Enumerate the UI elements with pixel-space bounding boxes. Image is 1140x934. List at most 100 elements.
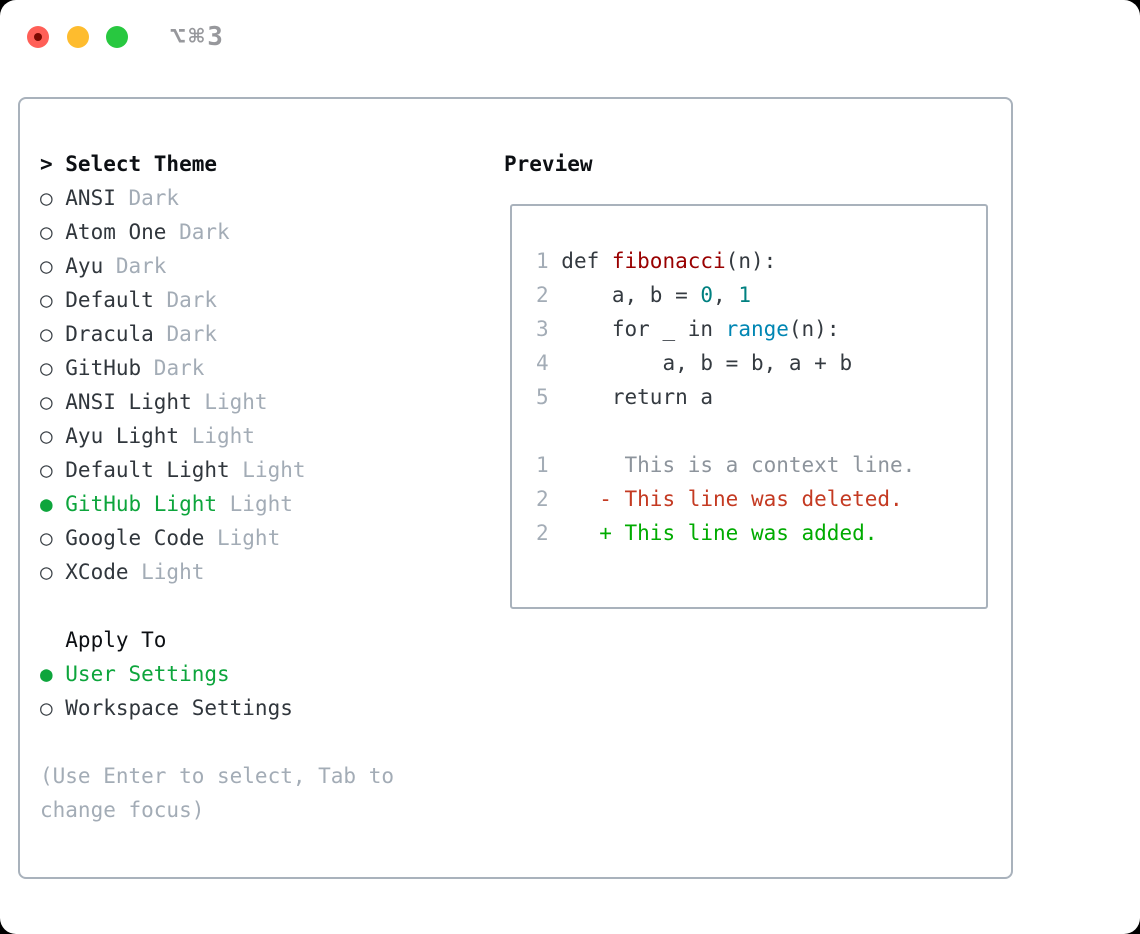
preview-code-line: 1 def fibonacci(n): <box>536 244 986 278</box>
close-button[interactable] <box>27 26 49 48</box>
theme-option[interactable]: ○ Ayu Light Light <box>40 419 484 453</box>
theme-option-label: ANSI Light <box>65 390 205 414</box>
theme-option[interactable]: ○ Google Code Light <box>40 521 484 555</box>
line-number: 1 <box>536 453 562 477</box>
preview-code-line: 1 This is a context line. <box>536 448 986 482</box>
preview-code-line: 4 a, b = b, a + b <box>536 346 986 380</box>
theme-variant-tag: Dark <box>115 254 167 278</box>
code-token-code: def <box>561 249 612 273</box>
theme-variant-tag: Light <box>242 458 306 482</box>
theme-option[interactable]: ○ Atom One Dark <box>40 215 484 249</box>
theme-variant-tag: Light <box>204 390 268 414</box>
theme-dialog: > Select Theme ○ ANSI Dark ○ Atom One Dark ○ A… <box>18 97 1013 879</box>
theme-option-label: Default Light <box>65 458 243 482</box>
theme-option-label: GitHub <box>65 356 154 380</box>
line-number: 2 <box>536 283 562 307</box>
line-number: 3 <box>536 317 562 341</box>
theme-option-label: Google Code <box>65 526 217 550</box>
code-token-code: , <box>713 283 739 307</box>
theme-variant-tag: Light <box>141 560 205 584</box>
apply-to-title: Apply To <box>40 623 484 657</box>
theme-option-label: Ayu <box>65 254 116 278</box>
preview-code-line: 2 + This line was added. <box>536 516 986 550</box>
theme-option-label: Atom One <box>65 220 180 244</box>
theme-option[interactable]: ○ Ayu Dark <box>40 249 484 283</box>
theme-variant-tag: Light <box>191 424 255 448</box>
theme-variant-tag: Dark <box>166 322 218 346</box>
theme-option-label: Default <box>65 288 167 312</box>
theme-option[interactable]: ○ Default Light Light <box>40 453 484 487</box>
radio-icon: ○ <box>40 288 53 312</box>
radio-icon: ○ <box>40 458 53 482</box>
theme-option[interactable]: ● GitHub Light Light <box>40 487 484 521</box>
theme-option[interactable]: ○ANSI Dark <box>40 181 484 215</box>
theme-option-label: Dracula <box>65 322 167 346</box>
theme-variant-tag: Dark <box>179 220 230 244</box>
code-token-number: 0 <box>700 283 714 307</box>
theme-option-label: GitHub Light <box>65 492 230 516</box>
code-token-code: (n): <box>725 249 777 273</box>
preview-code-line <box>536 414 986 448</box>
radio-selected-icon: ● <box>40 492 53 516</box>
theme-variant-tag: Dark <box>166 288 218 312</box>
spacer <box>40 725 484 759</box>
minimize-button[interactable] <box>67 26 89 48</box>
apply-to-list: ● User Settings ○ Workspace Settings <box>40 657 484 725</box>
select-theme-title: > Select Theme <box>40 147 484 181</box>
theme-option[interactable]: ○ XCode Light <box>40 555 484 589</box>
radio-selected-icon: ● <box>40 662 53 686</box>
theme-option[interactable]: ○ Default Dark <box>40 283 484 317</box>
theme-variant-tag: Light <box>229 492 293 516</box>
theme-option[interactable]: ○ Dracula Dark <box>40 317 484 351</box>
preview-code-line: 2 a, b = 0, 1 <box>536 278 986 312</box>
focus-cursor-icon: > <box>40 152 53 176</box>
line-number: 5 <box>536 385 562 409</box>
radio-icon: ○ <box>40 390 53 414</box>
radio-icon: ○ <box>40 186 53 210</box>
theme-option-label: Ayu Light <box>65 424 192 448</box>
radio-icon: ○ <box>40 560 53 584</box>
radio-icon: ○ <box>40 322 53 346</box>
apply-to-option-label: Workspace Settings <box>65 696 293 720</box>
apply-to-option[interactable]: ● User Settings <box>40 657 484 691</box>
preview-code-line: 3 for _ in range(n): <box>536 312 986 346</box>
line-number: 2 <box>536 521 562 545</box>
theme-option-label: XCode <box>65 560 142 584</box>
radio-icon: ○ <box>40 424 53 448</box>
radio-icon: ○ <box>40 696 53 720</box>
theme-list: ○ ANSI Dark ○ Atom One Dark ○ Ayu Dark ○ Defaul… <box>40 181 484 589</box>
radio-icon: ○ <box>40 356 53 380</box>
apply-to-title-label: Apply To <box>65 628 167 652</box>
window-shortcut-label: ⌥⌘3 <box>170 22 226 52</box>
apply-to-option[interactable]: ○ Workspace Settings <box>40 691 484 725</box>
code-token-code: a, b = b, a + b <box>561 351 853 375</box>
code-token-function: fibonacci <box>611 249 726 273</box>
theme-variant-tag: Dark <box>153 356 205 380</box>
hint-text: (Use Enter to select, Tab to change focu… <box>40 764 395 822</box>
line-number: 4 <box>536 351 562 375</box>
select-theme-title-label: Select Theme <box>65 152 217 176</box>
code-token-builtin: range <box>725 317 789 341</box>
zoom-button[interactable] <box>106 26 128 48</box>
close-button-dot <box>34 33 42 41</box>
apply-to-option-label: User Settings <box>65 662 230 686</box>
preview-title: Preview <box>504 152 593 176</box>
spacer <box>40 589 484 623</box>
theme-option[interactable]: ○ ANSI Light Light <box>40 385 484 419</box>
line-number: 2 <box>536 487 562 511</box>
theme-option[interactable]: ○ GitHub Dark <box>40 351 484 385</box>
theme-option-label: ANSI <box>65 186 129 210</box>
radio-icon: ○ <box>40 220 53 244</box>
radio-icon: ○ <box>40 254 53 278</box>
code-token-added: + This line was added. <box>561 521 878 545</box>
code-token-deleted: - This line was deleted. <box>561 487 903 511</box>
code-token-code: a, b = <box>561 283 701 307</box>
code-token-code: return a <box>561 385 714 409</box>
code-token-code: (n): <box>788 317 840 341</box>
theme-selector-column: > Select Theme ○ ANSI Dark ○ Atom One Dark ○ A… <box>40 147 484 827</box>
theme-variant-tag: Light <box>217 526 281 550</box>
radio-icon: ○ <box>40 526 53 550</box>
